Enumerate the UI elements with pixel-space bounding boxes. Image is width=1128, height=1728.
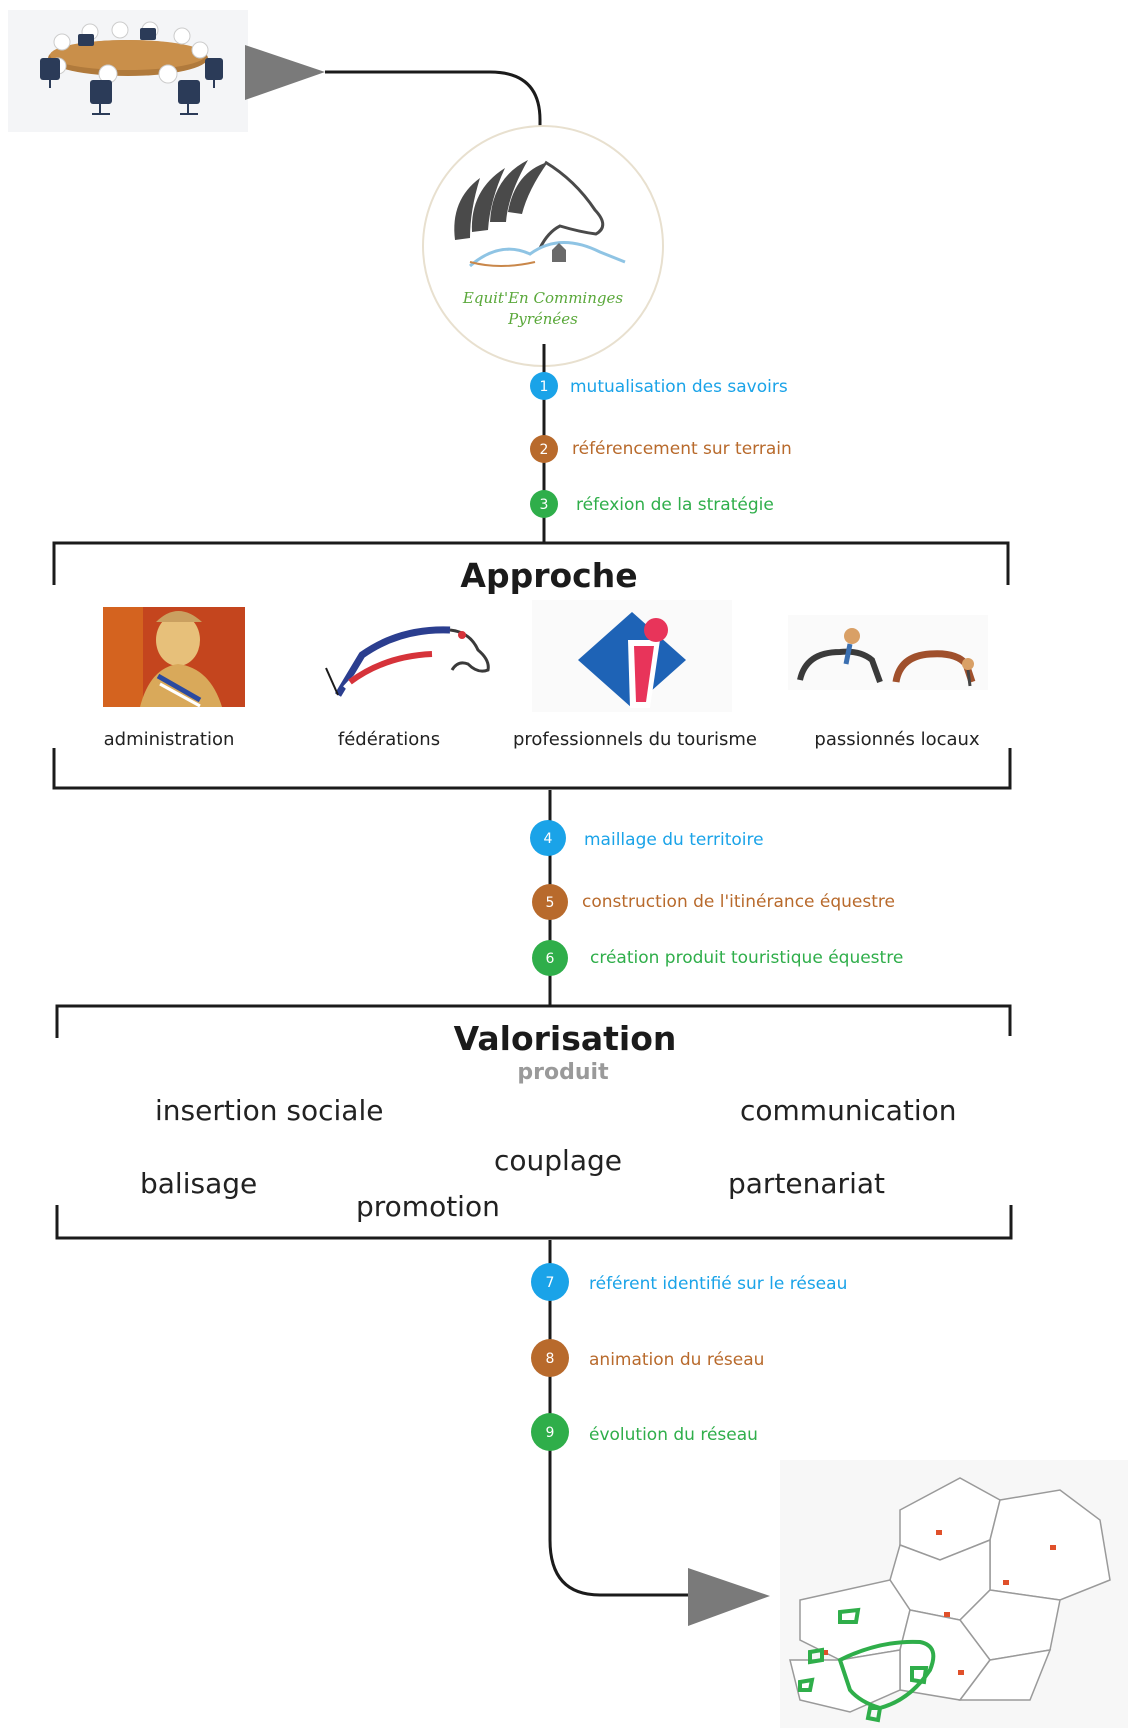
logo-line2: Pyrénées xyxy=(507,310,578,328)
svg-text:3: 3 xyxy=(540,497,549,513)
top-connector xyxy=(245,45,542,150)
step-3-label: réfexion de la stratégie xyxy=(576,495,774,515)
actor-tourisme-label: professionnels du tourisme xyxy=(513,729,757,750)
step-6: 6 création produit touristique équestre xyxy=(532,940,903,976)
step-2: 2 référencement sur terrain xyxy=(530,435,792,463)
logo-line1: Equit'En Comminges xyxy=(462,289,623,307)
svg-text:2: 2 xyxy=(540,442,549,458)
step-4-label: maillage du territoire xyxy=(584,830,764,850)
word-insertion-sociale: insertion sociale xyxy=(155,1094,383,1127)
step-1: 1 mutualisation des savoirs xyxy=(530,372,788,400)
word-balisage: balisage xyxy=(140,1167,257,1200)
step-8: 8 animation du réseau xyxy=(531,1339,764,1377)
steps-bottom: 7 référent identifié sur le réseau 8 ani… xyxy=(531,1263,847,1451)
valorisation-title: Valorisation xyxy=(454,1019,677,1058)
step-9-label: évolution du réseau xyxy=(589,1425,758,1445)
step-1-label: mutualisation des savoirs xyxy=(570,377,788,397)
steps-middle: 4 maillage du territoire 5 construction … xyxy=(530,820,903,976)
svg-text:6: 6 xyxy=(546,951,555,967)
horse-head-logo: Equit'En Comminges Pyrénées xyxy=(422,125,664,367)
svg-text:4: 4 xyxy=(544,831,553,847)
svg-text:5: 5 xyxy=(546,895,555,911)
step-2-label: référencement sur terrain xyxy=(572,439,792,459)
step-6-label: création produit touristique équestre xyxy=(590,948,903,968)
step-3: 3 réfexion de la stratégie xyxy=(530,490,774,518)
actor-passionnes-label: passionnés locaux xyxy=(814,729,980,750)
word-partenariat: partenariat xyxy=(728,1167,885,1200)
svg-text:1: 1 xyxy=(540,379,549,395)
tourism-i-logo xyxy=(532,600,732,712)
steps-top: 1 mutualisation des savoirs 2 référencem… xyxy=(530,372,792,518)
marianne-icon xyxy=(103,607,245,708)
actor-administration-label: administration xyxy=(104,729,235,750)
svg-text:9: 9 xyxy=(546,1425,555,1441)
region-map-icon xyxy=(780,1460,1128,1728)
step-7-label: référent identifié sur le réseau xyxy=(589,1274,847,1294)
word-promotion: promotion xyxy=(356,1190,500,1223)
word-couplage: couplage xyxy=(494,1144,622,1177)
valorisation-box: Valorisation produit insertion sociale c… xyxy=(55,1004,1013,1240)
horse-riders-icon xyxy=(788,615,988,690)
step-7: 7 référent identifié sur le réseau xyxy=(531,1263,847,1301)
step-5-label: construction de l'itinérance équestre xyxy=(582,892,895,912)
valorisation-subtitle: produit xyxy=(517,1060,609,1085)
step-8-label: animation du réseau xyxy=(589,1350,764,1370)
step-5: 5 construction de l'itinérance équestre xyxy=(532,884,895,920)
approche-box: Approche xyxy=(52,541,1012,790)
step-4: 4 maillage du territoire xyxy=(530,820,764,856)
approche-title: Approche xyxy=(460,556,637,595)
svg-text:8: 8 xyxy=(546,1351,555,1367)
svg-text:7: 7 xyxy=(546,1275,555,1291)
bottom-connector xyxy=(548,1240,770,1626)
word-communication: communication xyxy=(740,1094,957,1127)
meeting-table-icon xyxy=(8,10,248,132)
approche-actors: administration fédérations professionnel… xyxy=(104,729,980,750)
ffe-horse-logo xyxy=(325,626,490,697)
actor-federations-label: fédérations xyxy=(338,729,440,750)
step-9: 9 évolution du réseau xyxy=(531,1413,758,1451)
